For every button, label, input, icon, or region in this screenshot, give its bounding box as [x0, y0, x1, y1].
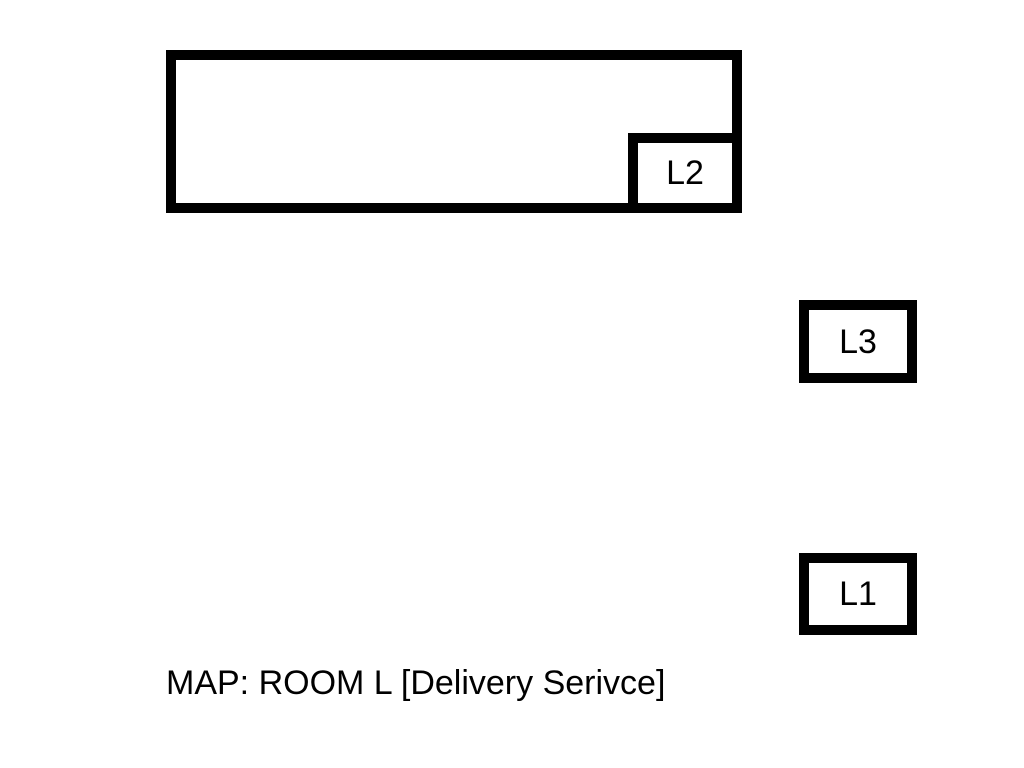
- location-box-l2: L2: [628, 133, 742, 213]
- location-box-l1: L1: [799, 553, 917, 635]
- location-label-l2: L2: [666, 154, 704, 192]
- location-label-l3: L3: [839, 322, 877, 361]
- location-box-l3: L3: [799, 300, 917, 383]
- map-caption: MAP: ROOM L [Delivery Serivce]: [166, 664, 666, 702]
- location-label-l1: L1: [839, 575, 877, 613]
- room-outline: [166, 50, 742, 213]
